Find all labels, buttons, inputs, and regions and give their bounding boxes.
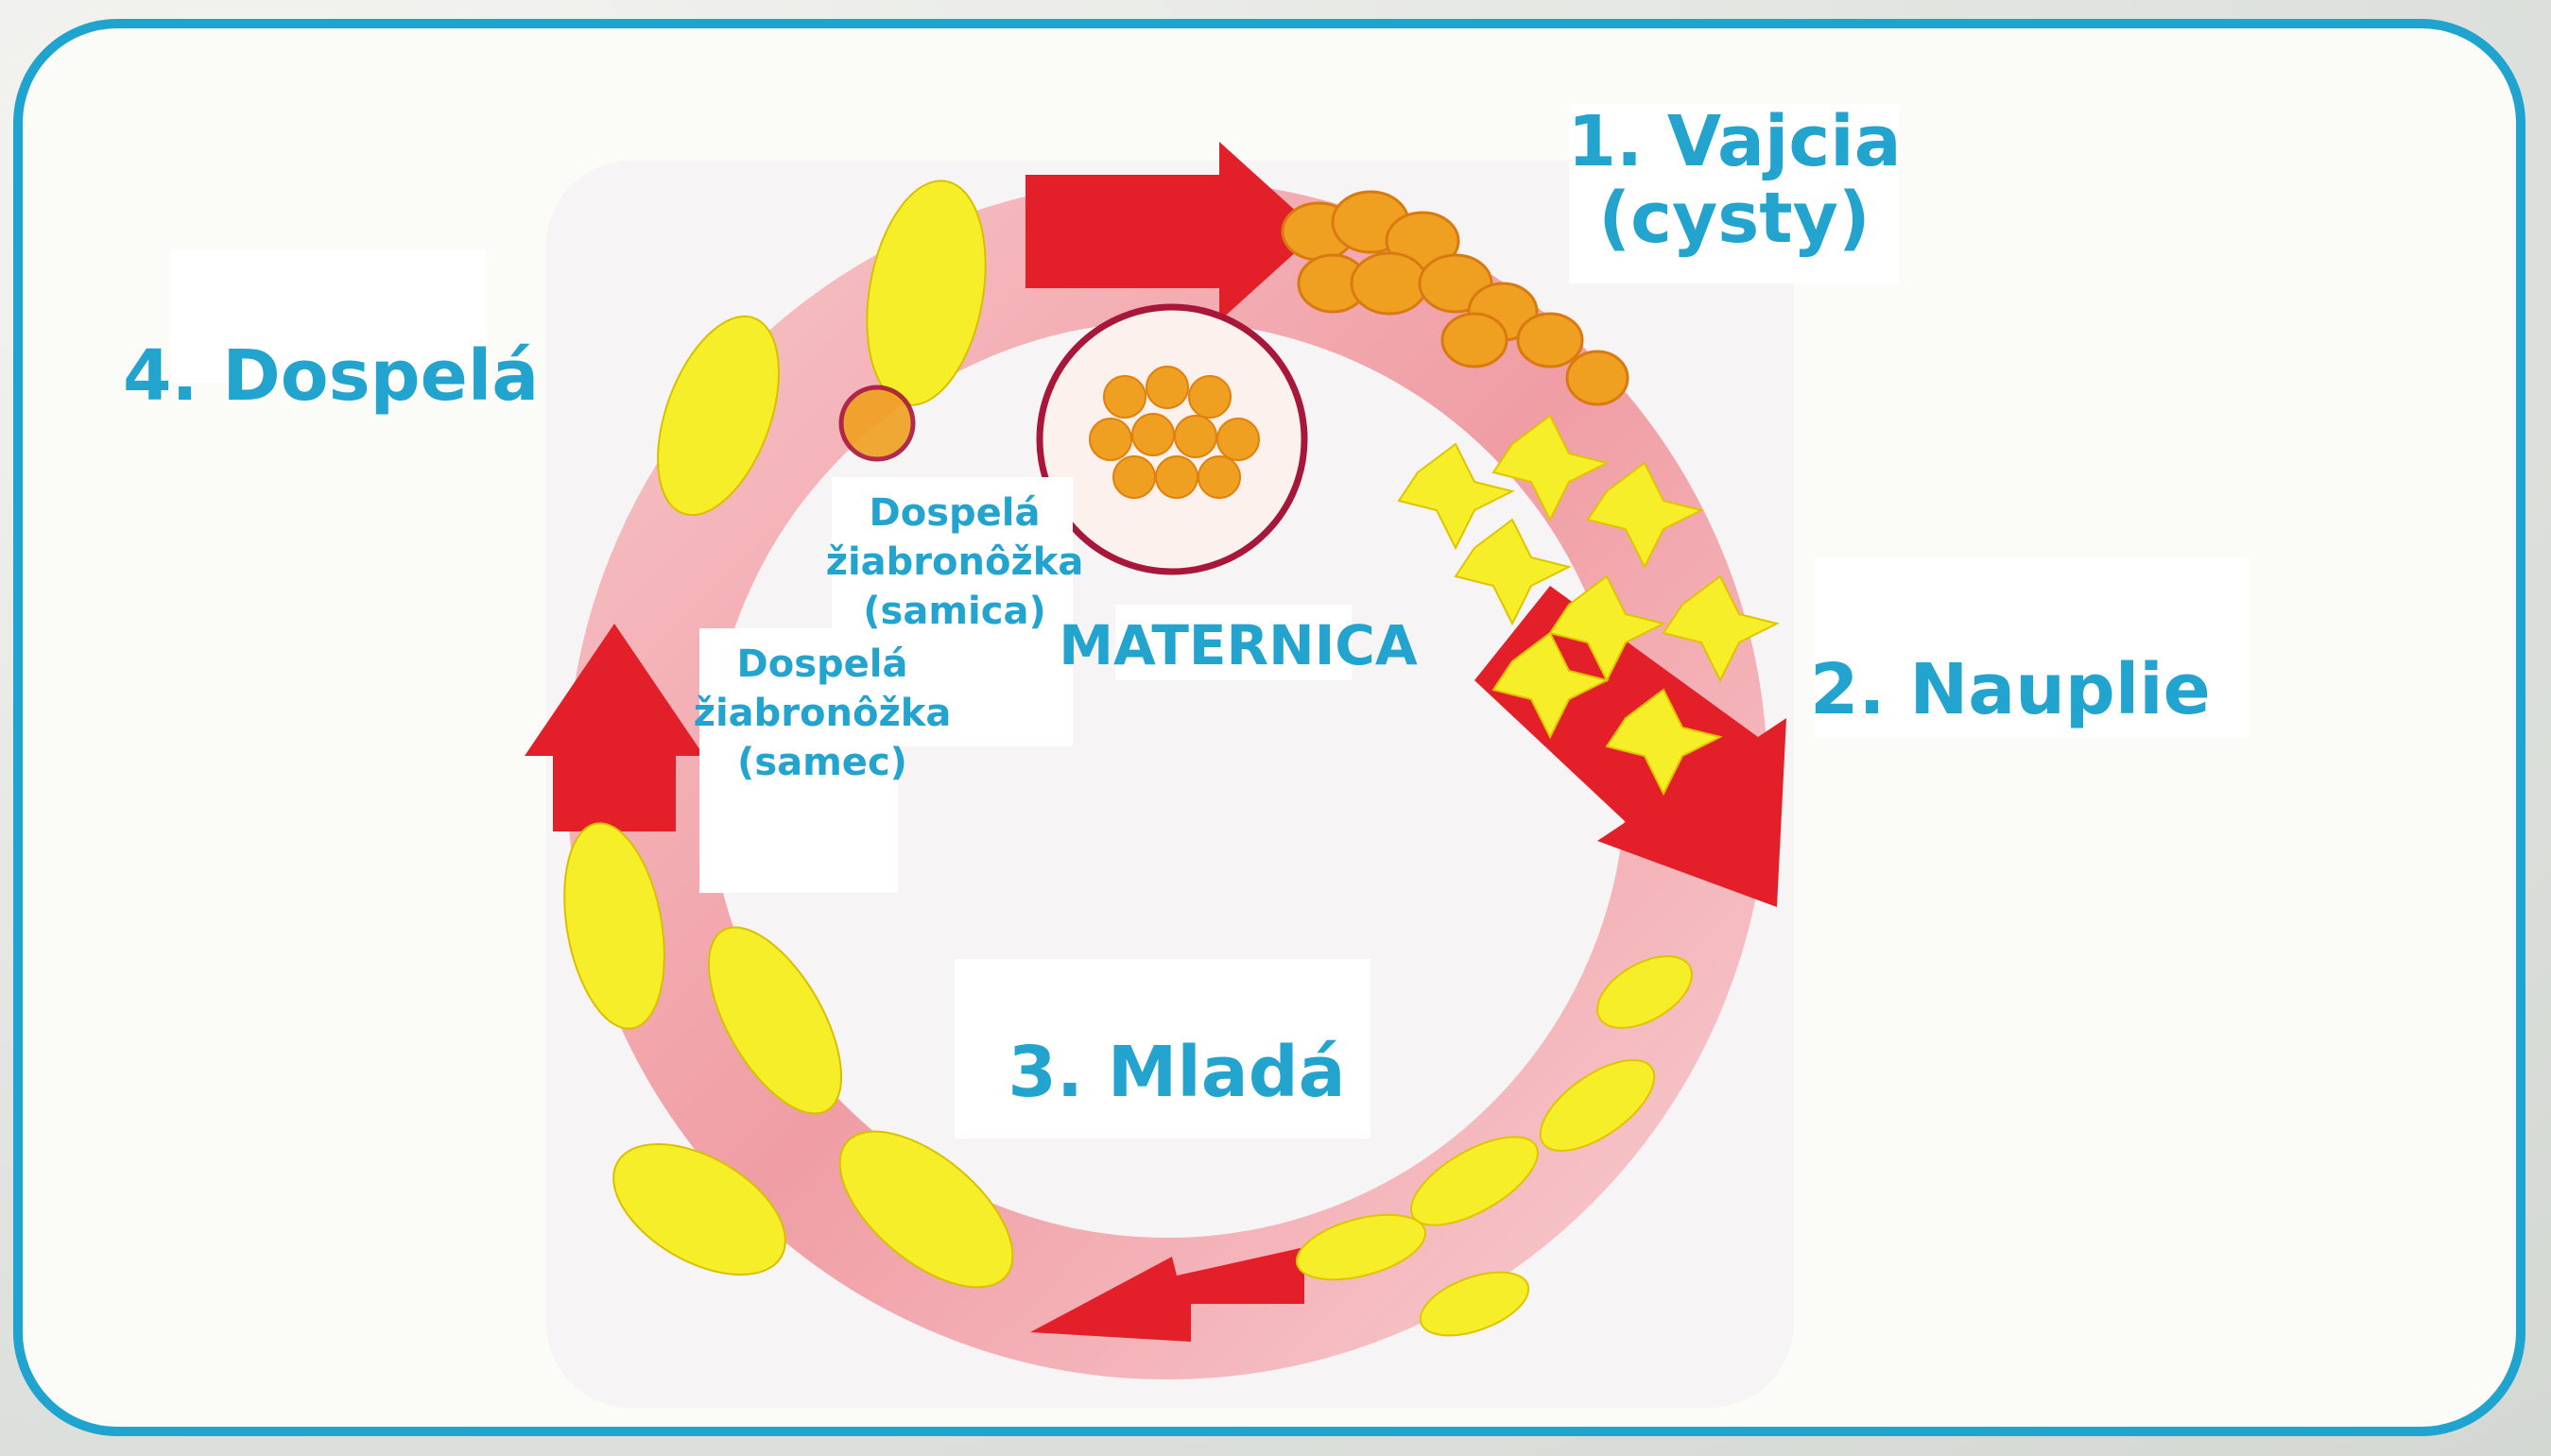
stage-label-eggs-line2: (cysty) [1550, 180, 1919, 257]
uterus-label: MATERNICA [1059, 616, 1418, 677]
adult-female-label-line3: (samica) [813, 587, 1096, 636]
adult-male-label-line1: Dospelá [681, 640, 964, 689]
adult-female-label-line2: žiabronôžka [813, 538, 1096, 587]
adult-female-label-line1: Dospelá [813, 488, 1096, 538]
stage-label-nauplii: 2. Nauplie [1796, 652, 2264, 728]
adult-male-label-line3: (samec) [681, 738, 964, 787]
adult-male-label-line2: žiabronôžka [681, 689, 964, 738]
stage-label-juvenile: 3. Mladá [955, 1035, 1399, 1111]
adult-male-label: Dospelá žiabronôžka (samec) [681, 640, 964, 787]
egg-sac-marker [841, 387, 913, 459]
adult-female-label: Dospelá žiabronôžka (samica) [813, 488, 1096, 636]
stage-label-adult: 4. Dospelá [123, 338, 539, 415]
stage-label-eggs-line1: 1. Vajcia [1550, 104, 1919, 180]
stage-label-eggs: 1. Vajcia (cysty) [1550, 104, 1919, 258]
